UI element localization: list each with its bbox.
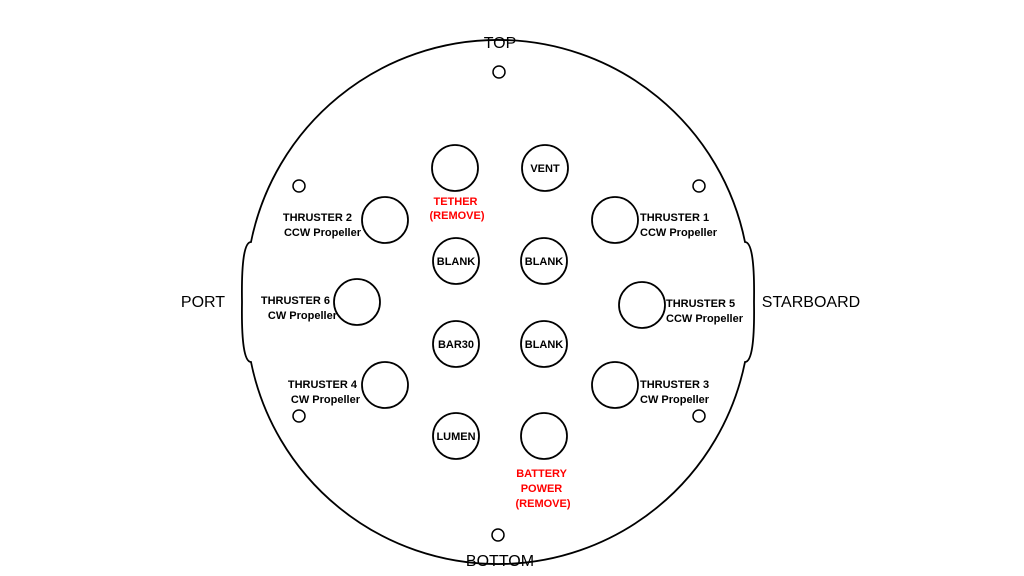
thruster-3-label: THRUSTER 3 CW Propeller bbox=[640, 379, 712, 406]
mounting-hole-upper-right bbox=[692, 179, 706, 193]
thruster-4-label: THRUSTER 4 CW Propeller bbox=[288, 379, 361, 406]
thruster-1-label: THRUSTER 1 CCW Propeller bbox=[640, 212, 718, 239]
vent-port bbox=[521, 144, 569, 192]
thruster-6-port bbox=[333, 278, 381, 326]
mounting-hole-top bbox=[492, 65, 506, 79]
tether-port bbox=[431, 144, 479, 192]
direction-starboard: STARBOARD bbox=[762, 294, 860, 311]
lumen-port bbox=[432, 412, 480, 460]
blank-label-3: BLANK bbox=[525, 339, 564, 351]
battery-power-label: BATTERY POWER (REMOVE) bbox=[516, 468, 571, 510]
mounting-hole-upper-left bbox=[292, 179, 306, 193]
direction-port: PORT bbox=[181, 294, 225, 311]
vent-label: VENT bbox=[530, 163, 560, 175]
endcap-outline bbox=[241, 39, 755, 565]
bar30-label: BAR30 bbox=[438, 339, 474, 351]
mounting-hole-bottom bbox=[491, 528, 505, 542]
thruster-6-label: THRUSTER 6 CW Propeller bbox=[261, 295, 338, 322]
blank-port-1 bbox=[432, 237, 480, 285]
mounting-hole-lower-left bbox=[292, 409, 306, 423]
thruster-5-port bbox=[618, 281, 666, 329]
blank-port-2 bbox=[520, 237, 568, 285]
thruster-1-port bbox=[591, 196, 639, 244]
thruster-2-port bbox=[361, 196, 409, 244]
lumen-label: LUMEN bbox=[436, 431, 475, 443]
direction-bottom: BOTTOM bbox=[466, 553, 534, 570]
thruster-3-port bbox=[591, 361, 639, 409]
blank-label-1: BLANK bbox=[437, 256, 476, 268]
blank-port-3 bbox=[520, 320, 568, 368]
bar30-port bbox=[432, 320, 480, 368]
thruster-4-port bbox=[361, 361, 409, 409]
blank-label-2: BLANK bbox=[525, 256, 564, 268]
direction-top: TOP bbox=[484, 35, 517, 52]
battery-power-port bbox=[520, 412, 568, 460]
thruster-2-label: THRUSTER 2 CCW Propeller bbox=[283, 212, 362, 239]
tether-label: TETHER (REMOVE) bbox=[430, 196, 485, 222]
thruster-5-label: THRUSTER 5 CCW Propeller bbox=[666, 298, 744, 325]
mounting-hole-lower-right bbox=[692, 409, 706, 423]
